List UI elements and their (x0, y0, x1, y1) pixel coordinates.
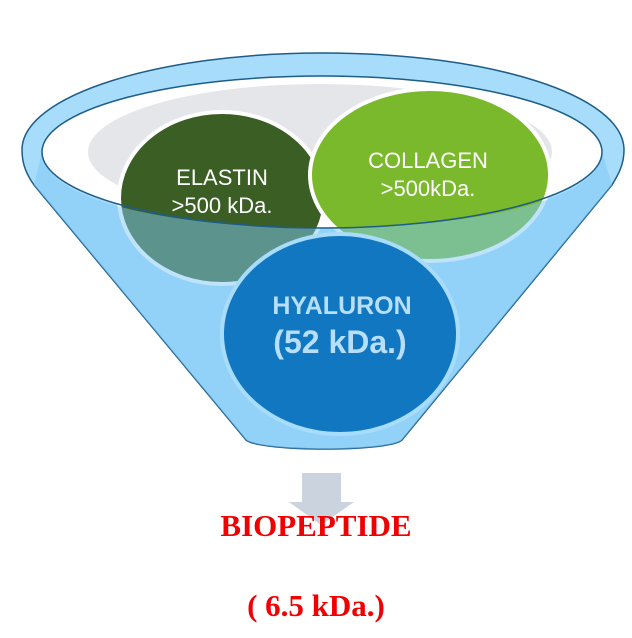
hyaluron-circle (220, 232, 460, 436)
elastin-weight: >500 kDa. (172, 193, 273, 218)
output-weight: ( 6.5 kDa.) (247, 588, 385, 623)
hyaluron-label: HYALURON (272, 292, 411, 320)
output-label: BIOPEPTIDE (220, 508, 412, 543)
hyaluron-weight: (52 kDa.) (273, 324, 406, 360)
funnel-rim-outline (41, 75, 603, 229)
collagen-label: COLLAGEN (368, 148, 488, 173)
collagen-weight: >500kDa. (381, 176, 476, 201)
elastin-label: ELASTIN (176, 165, 268, 190)
arrow-down-icon (289, 473, 354, 525)
